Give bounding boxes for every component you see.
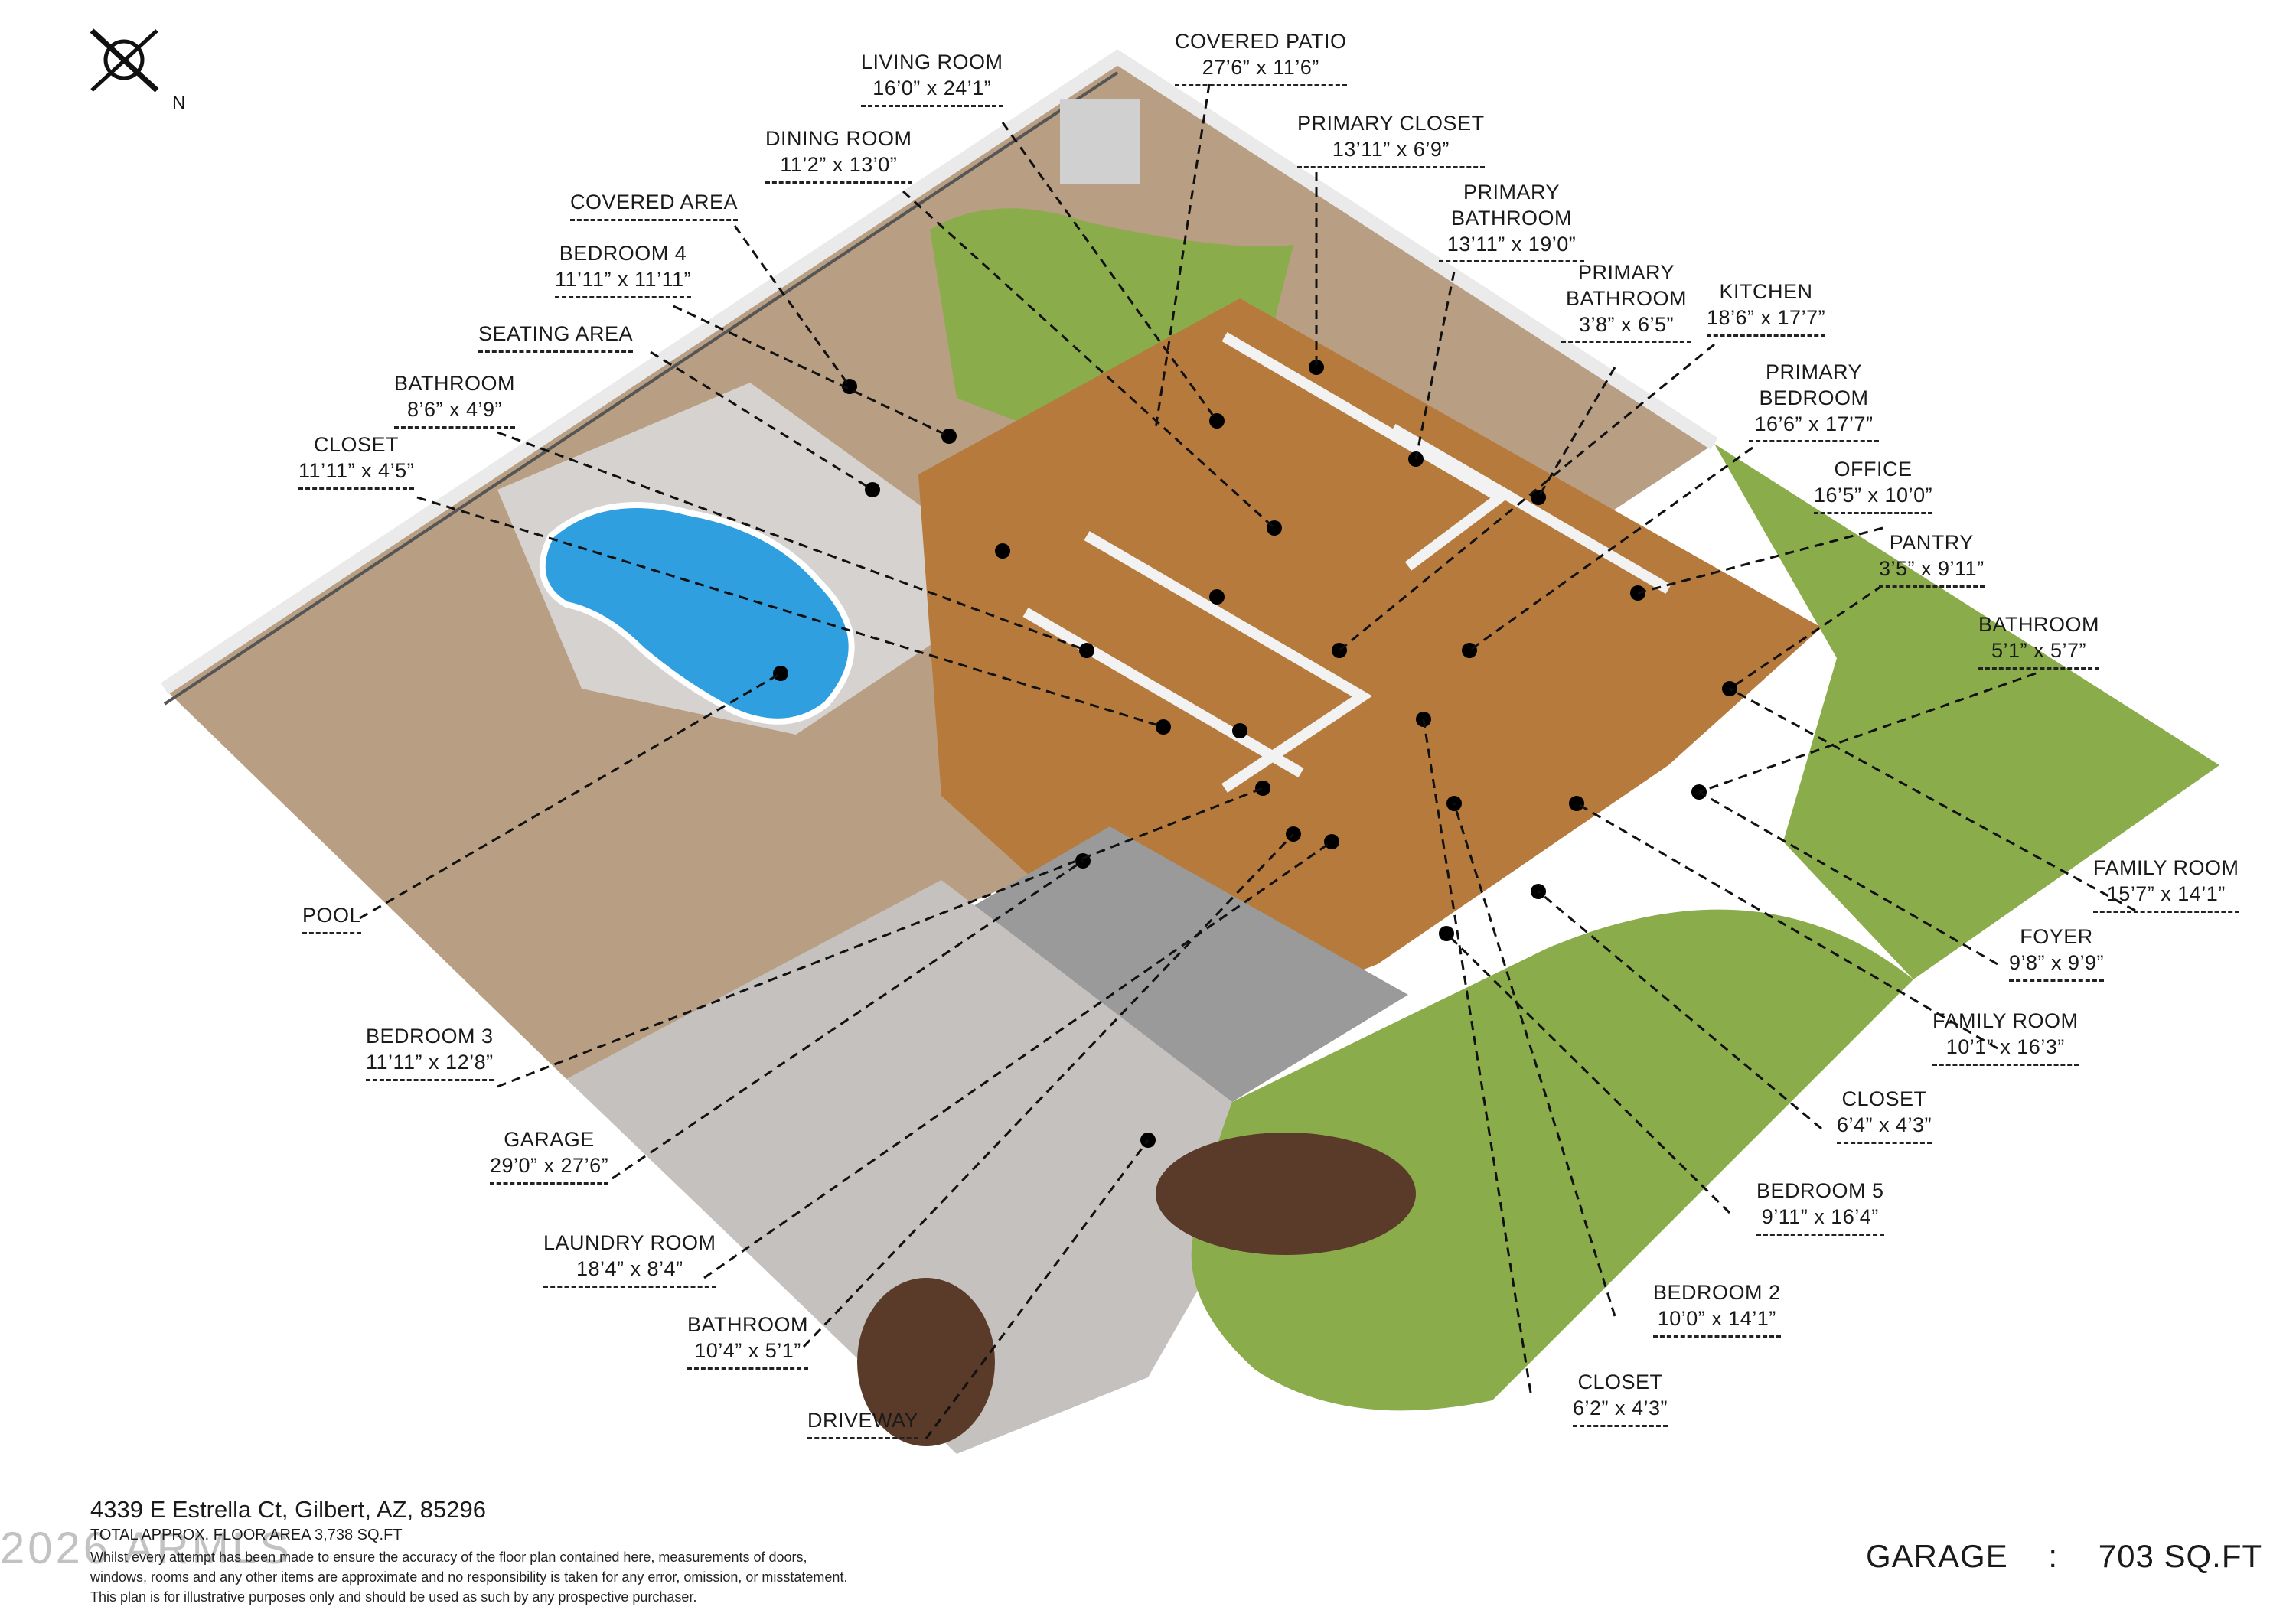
interior-walls — [1022, 331, 1671, 793]
disclaimer: Whilst every attempt has been made to en… — [90, 1547, 847, 1607]
room-markers — [773, 360, 1737, 1148]
garage-summary-sep: : — [2048, 1538, 2059, 1574]
house-footprint — [918, 298, 1821, 1018]
garage-summary-label: GARAGE — [1866, 1538, 2008, 1574]
disclaimer-line: This plan is for illustrative purposes o… — [90, 1589, 697, 1605]
boundary-wall — [161, 49, 1718, 695]
label-pool: POOL — [302, 903, 362, 934]
total-floor-area: TOTAL APPROX. FLOOR AREA 3,738 SQ.FT — [90, 1527, 403, 1543]
shed — [1060, 99, 1140, 184]
label-driveway: DRIVEWAY — [807, 1408, 919, 1439]
pool — [539, 502, 855, 725]
garage-summary-value: 703 SQ.FT — [2098, 1538, 2263, 1574]
label-seating-area: SEATING AREA — [478, 321, 634, 353]
label-covered-area: COVERED AREA — [570, 190, 739, 221]
disclaimer-line: Whilst every attempt has been made to en… — [90, 1550, 807, 1565]
compass-north-label: N — [172, 93, 185, 113]
front-lawn — [1191, 909, 1913, 1411]
driveway — [566, 880, 1301, 1454]
mulch-bed-left — [857, 1278, 995, 1446]
garage-slab — [926, 826, 1408, 1102]
garage-area-summary: GARAGE : 703 SQ.FT — [1866, 1538, 2262, 1575]
watermark: 2026 ARMLS — [0, 1524, 292, 1573]
boundary-wall-shade — [163, 71, 1119, 706]
north-compass-icon: N — [90, 28, 185, 113]
disclaimer-line: windows, rooms and any other items are a… — [90, 1569, 848, 1586]
mulch-bed-front — [1156, 1133, 1416, 1255]
leader-lines — [359, 83, 2136, 1439]
side-lawn — [1714, 444, 2219, 979]
property-address: 4339 E Estrella Ct, Gilbert, AZ, 85296 — [90, 1496, 486, 1523]
